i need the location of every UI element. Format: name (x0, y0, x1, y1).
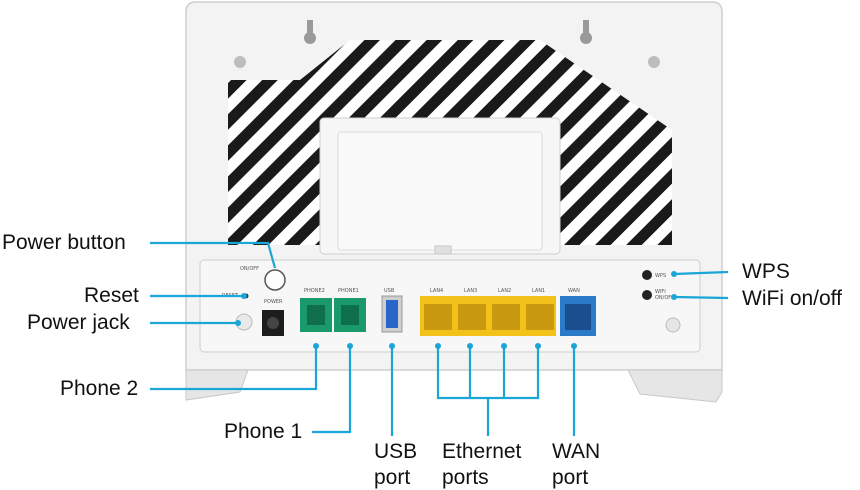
callout-wan-line1: WAN (552, 440, 601, 463)
callout-usb-line1: USB (374, 440, 418, 463)
wps-button (642, 270, 652, 280)
label-phone1: PHONE1 (338, 288, 359, 294)
label-power: POWER (264, 299, 283, 305)
lan-ports (420, 296, 556, 336)
usb-port (381, 295, 403, 333)
callout-phone2: Phone 2 (60, 377, 139, 400)
label-onoff: ON/OFF (240, 266, 259, 272)
callout-line-wps (673, 270, 729, 276)
screw-hole (665, 317, 681, 333)
callout-ethernet-line2: ports (442, 466, 489, 489)
label-usb: USB (384, 288, 395, 294)
callout-line-phone1 (312, 346, 352, 434)
label-lan2: LAN2 (498, 288, 511, 294)
label-lan1: LAN1 (532, 288, 545, 294)
callout-reset: Reset (84, 284, 139, 307)
label-lan3: LAN3 (464, 288, 477, 294)
callout-lines (150, 241, 729, 436)
callout-wps: WPS (742, 260, 790, 283)
label-wan: WAN (568, 288, 580, 294)
callout-wifi: WiFi on/off (742, 287, 842, 310)
label-wps: WPS (655, 273, 666, 279)
callout-wan-line2: port (552, 466, 589, 489)
label-phone2: PHONE2 (304, 288, 325, 294)
label-recess (319, 117, 561, 255)
power-jack-port (235, 310, 284, 336)
callout-line-power-button (150, 241, 277, 269)
phone1-port (334, 298, 366, 332)
wall-mount-holes (234, 20, 660, 68)
callout-power-jack: Power jack (27, 311, 130, 334)
callout-dots (235, 271, 677, 349)
label-wifi-line2: ON/OFF (655, 295, 674, 301)
callout-line-wifi (673, 295, 729, 300)
callout-phone1: Phone 1 (224, 420, 303, 443)
callout-power-button: Power button (2, 231, 126, 254)
router-feet (185, 369, 723, 403)
callout-usb-line2: port (374, 466, 411, 489)
label-lan4: LAN4 (430, 288, 443, 294)
phone2-port (300, 298, 332, 332)
wifi-button (642, 290, 652, 300)
wan-port (560, 296, 596, 336)
label-wifi-line1: WIFI (655, 289, 666, 295)
callout-ethernet-line1: Ethernet (442, 440, 522, 463)
callout-line-phone2 (150, 346, 318, 391)
power-button-port (264, 269, 286, 291)
